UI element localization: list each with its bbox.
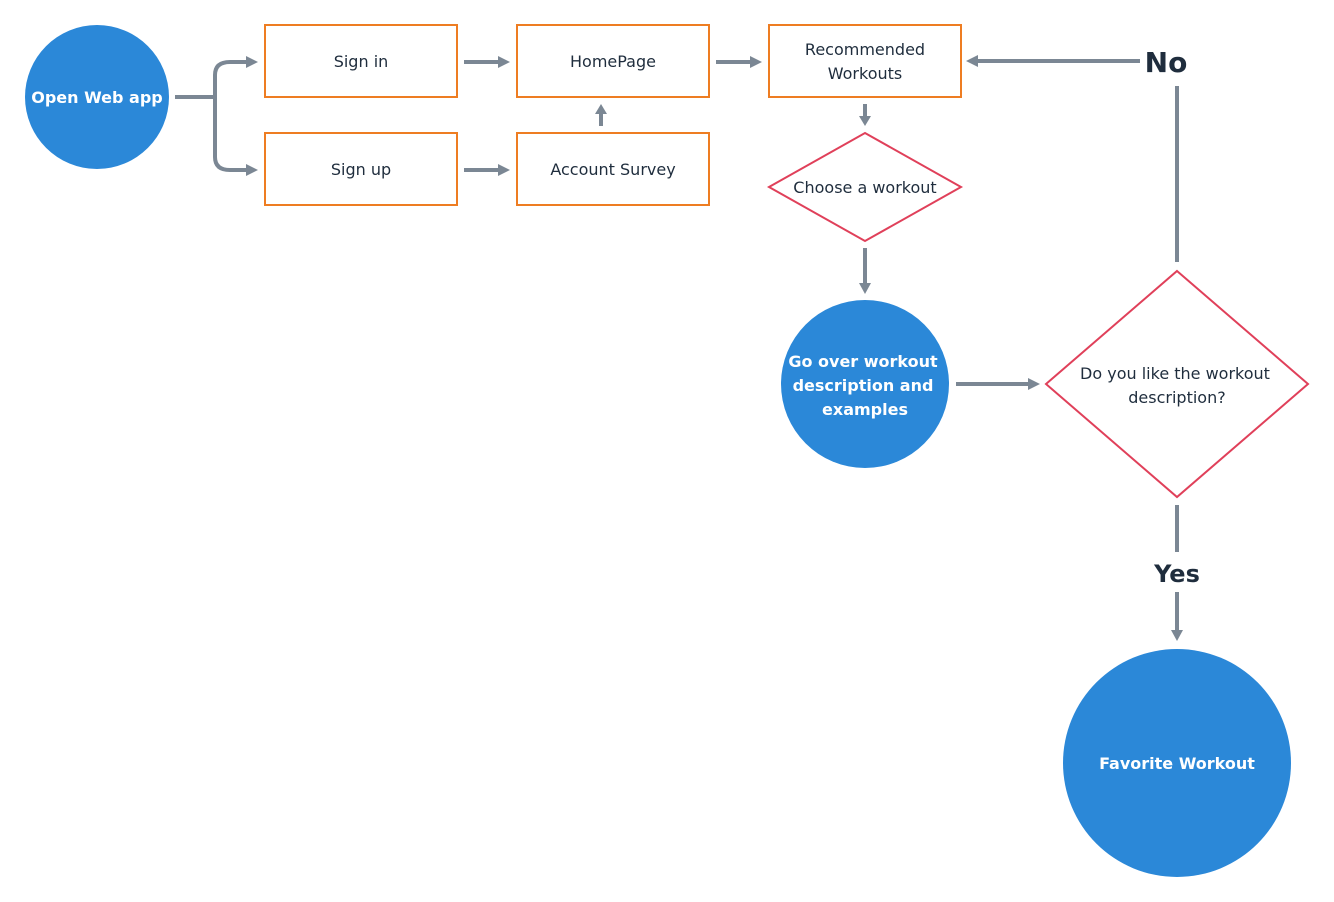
node-label: HomePage [570,52,656,71]
arrowhead-favorite [1171,630,1183,641]
circle-shape [781,300,949,468]
arrowhead-survey-up [595,104,607,114]
node-homepage: HomePage [516,24,710,98]
node-label: Choose a workout [793,178,936,197]
node-favorite-workout: Favorite Workout [1063,649,1291,877]
node-label-line-2: description and [793,376,934,395]
arrowhead-decision [1028,378,1040,390]
node-label: Account Survey [550,160,675,179]
node-label: Favorite Workout [1099,754,1255,773]
node-go-over-workout: Go over workout description and examples [781,300,949,468]
node-label: Sign in [334,52,389,71]
node-sign-up: Sign up [264,132,458,206]
arrowhead-signin [246,56,258,68]
node-label-line-1: Do you like the workout [1080,364,1270,383]
edge-open-to-signup [213,97,250,172]
node-label-line-2: Workouts [828,64,902,83]
circle-shape [1063,649,1291,877]
node-sign-in: Sign in [264,24,458,98]
node-recommended-workouts: Recommended Workouts [768,24,962,98]
edge-label-yes: Yes [1153,560,1200,588]
box-shape [264,24,458,98]
node-open-web-app: Open Web app [25,25,169,169]
box-shape [768,24,962,98]
circle-shape [25,25,169,169]
arrowhead-goover [859,283,871,294]
node-label-line-1: Recommended [805,40,925,59]
arrowhead-choose [859,116,871,126]
box-shape [516,132,710,206]
box-shape [516,24,710,98]
node-label: Open Web app [31,88,163,107]
connectors [175,55,1183,641]
diamond-shape [1044,269,1310,499]
node-like-description: Do you like the workout description? [1044,269,1310,499]
edge-label-no: No [1145,46,1188,79]
arrowhead-homepage [498,56,510,68]
diamond-shape [766,131,964,243]
arrowhead-survey [498,164,510,176]
arrowhead-recommended [750,56,762,68]
box-shape [264,132,458,206]
node-label-line-3: examples [822,400,908,419]
node-account-survey: Account Survey [516,132,710,206]
arrowhead-no [966,55,978,67]
node-label-line-1: Go over workout [788,352,938,371]
node-label-line-2: description? [1128,388,1225,407]
edge-open-to-signin [175,60,250,99]
node-label: Sign up [331,160,391,179]
arrowhead-signup [246,164,258,176]
node-choose-workout: Choose a workout [766,131,964,243]
